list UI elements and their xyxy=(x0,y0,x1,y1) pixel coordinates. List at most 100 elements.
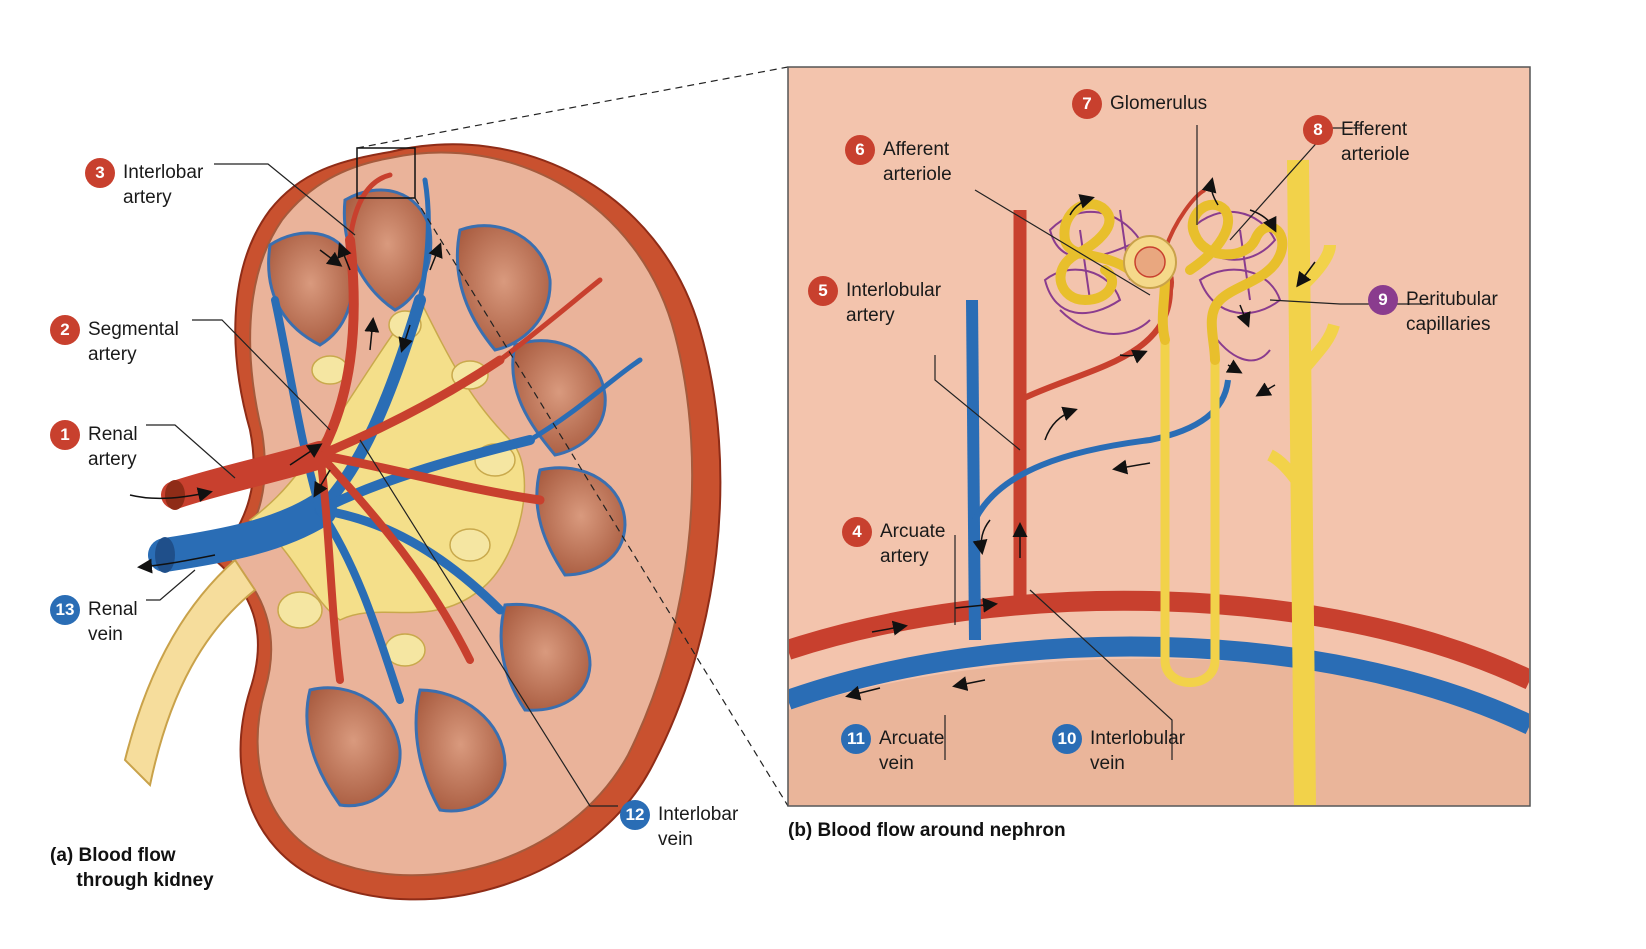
flow-arrow xyxy=(137,554,216,574)
flow-arrow xyxy=(972,519,991,555)
label-interlobar-vein: 12 Interlobar vein xyxy=(620,800,738,852)
label-arcuate-vein: 11 Arcuate vein xyxy=(841,724,944,776)
leader-lines-b xyxy=(934,125,1430,760)
step-badge: 11 xyxy=(841,724,871,754)
pyramid xyxy=(414,688,507,813)
label-text: Segmental artery xyxy=(88,319,179,365)
flow-arrows-a xyxy=(129,242,443,574)
nephron-panel xyxy=(787,66,1531,807)
step-badge: 2 xyxy=(50,315,80,345)
veins-a xyxy=(148,177,643,704)
flow-arrow xyxy=(129,487,213,502)
pyramid xyxy=(305,686,402,808)
renal-artery-opening xyxy=(165,480,185,510)
kidney-section xyxy=(123,143,722,901)
leader-line xyxy=(146,569,196,601)
papilla xyxy=(449,528,491,562)
leader-line xyxy=(214,163,356,236)
leader-line xyxy=(974,189,1151,296)
arcuate-artery xyxy=(789,590,1529,690)
zoom-connector xyxy=(356,66,789,149)
label-renal-vein: 13 Renal vein xyxy=(50,595,138,647)
pyramid xyxy=(535,466,627,577)
flow-arrow xyxy=(1112,459,1151,475)
step-badge: 10 xyxy=(1052,724,1082,754)
arteries-a xyxy=(161,172,603,684)
leader-line xyxy=(146,424,236,479)
pyramid xyxy=(511,339,607,457)
zoom-connector xyxy=(414,197,789,807)
flow-arrow xyxy=(289,443,323,466)
label-peritubular-capillaries: 9 Peritubular capillaries xyxy=(1368,285,1498,337)
flow-arrow xyxy=(1225,359,1243,374)
caption-b: (b) Blood flow around nephron xyxy=(788,820,1066,841)
step-badge: 6 xyxy=(845,135,875,165)
renal-vein-opening xyxy=(155,537,175,573)
flow-arrow xyxy=(1236,304,1251,328)
step-badge: 3 xyxy=(85,158,115,188)
label-text: Glomerulus xyxy=(1110,93,1208,114)
ureter xyxy=(123,558,257,788)
flow-arrow xyxy=(319,249,343,267)
medulla-region xyxy=(789,658,1529,805)
label-interlobar-artery: 3 Interlobar artery xyxy=(85,158,203,210)
flow-arrow xyxy=(428,242,443,271)
leader-line xyxy=(934,355,1021,451)
flow-arrows-b xyxy=(845,177,1316,701)
step-badge: 13 xyxy=(50,595,80,625)
step-badge: 12 xyxy=(620,800,650,830)
label-afferent-arteriole: 6 Afferent arteriole xyxy=(845,135,952,187)
flow-arrow xyxy=(952,676,986,692)
label-arcuate-artery: 4 Arcuate artery xyxy=(842,517,945,569)
glomerular-tuft xyxy=(1134,246,1166,278)
zoom-region xyxy=(356,147,416,199)
pyramid xyxy=(455,224,552,352)
label-text: Interlobar artery xyxy=(123,162,204,208)
flow-arrow xyxy=(313,469,331,498)
step-badge: 1 xyxy=(50,420,80,450)
label-glomerulus: 7 Glomerulus xyxy=(1072,89,1207,119)
flow-arrow xyxy=(1255,382,1276,397)
label-text: Interlobular vein xyxy=(1090,728,1186,774)
step-badge: 9 xyxy=(1368,285,1398,315)
label-efferent-arteriole: 8 Efferent arteriole xyxy=(1303,115,1410,167)
interlobular-vein xyxy=(966,299,981,641)
label-text: Arcuate artery xyxy=(880,521,946,567)
flow-arrow xyxy=(1044,406,1078,441)
flow-arrow xyxy=(845,685,881,701)
step-badge: 8 xyxy=(1303,115,1333,145)
glomerulus-shape xyxy=(1123,235,1177,289)
leader-line xyxy=(192,319,331,431)
flow-arrow xyxy=(398,324,413,353)
pyramid xyxy=(499,602,592,712)
loop-of-henle xyxy=(1160,340,1220,687)
flow-arrow xyxy=(1249,209,1277,233)
label-text: Renal artery xyxy=(88,424,138,470)
arcuate-vein xyxy=(789,636,1529,735)
label-text: Renal vein xyxy=(88,599,138,645)
leader-line xyxy=(359,439,618,807)
zoom-connectors xyxy=(356,66,789,807)
label-interlobular-vein: 10 Interlobular vein xyxy=(1052,724,1185,776)
flow-arrow xyxy=(364,317,380,351)
papilla xyxy=(277,591,323,629)
label-text: Peritubular capillaries xyxy=(1406,289,1498,335)
step-badge: 7 xyxy=(1072,89,1102,119)
flow-arrow xyxy=(954,597,998,613)
label-text: Afferent arteriole xyxy=(883,139,952,185)
caption-a: (a) Blood flow through kidney xyxy=(50,845,214,891)
flow-arrow xyxy=(871,620,908,636)
label-text: Interlobar vein xyxy=(658,804,739,850)
leader-line xyxy=(1269,299,1430,305)
label-segmental-artery: 2 Segmental artery xyxy=(50,315,179,367)
label-renal-artery: 1 Renal artery xyxy=(50,420,138,472)
leader-line xyxy=(1029,589,1173,760)
step-badge: 4 xyxy=(842,517,872,547)
leader-lines-a xyxy=(146,163,618,807)
label-text: Arcuate vein xyxy=(879,728,945,774)
label-text: Efferent arteriole xyxy=(1341,119,1410,165)
flow-arrow xyxy=(337,242,352,271)
